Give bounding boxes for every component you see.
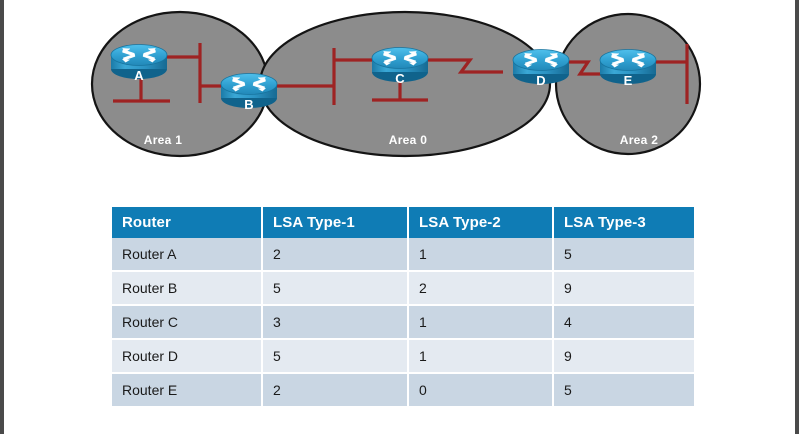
column-header-lsa-type-1: LSA Type-1 [262,207,409,238]
column-header-lsa-type-3: LSA Type-3 [553,207,694,238]
cell-lsa-type-2: 1 [408,339,554,374]
router-c[interactable]: C [371,47,429,87]
cell-lsa-type-3: 5 [553,238,694,272]
router-d-label: D [536,73,545,88]
column-header-lsa-type-2: LSA Type-2 [408,207,554,238]
cell-lsa-type-3: 9 [553,271,694,306]
area-label-area0: Area 0 [389,133,428,147]
area-label-area2: Area 2 [620,133,659,147]
router-a-label: A [134,68,144,83]
table-row: Router D 5 1 9 [112,339,694,374]
cell-router-name: Router A [112,238,263,272]
cell-lsa-type-1: 2 [262,238,409,272]
table-row: Router C 3 1 4 [112,305,694,340]
topology-svg: A B C D E Area 1 Area 0 Area 2 [90,10,702,158]
router-b-label: B [244,97,253,112]
cell-lsa-type-3: 9 [553,339,694,374]
column-header-router: Router [112,207,263,238]
router-c-label: C [395,71,405,86]
cell-lsa-type-2: 0 [408,373,554,408]
router-b[interactable]: B [220,73,278,113]
serial-link-d-e [568,60,601,76]
cell-lsa-type-2: 1 [408,238,554,272]
cell-lsa-type-2: 2 [408,271,554,306]
router-a[interactable]: A [110,44,168,84]
table-row: Router B 5 2 9 [112,271,694,306]
router-e[interactable]: E [599,49,657,89]
cell-lsa-type-1: 5 [262,271,409,306]
cell-lsa-type-3: 5 [553,373,694,408]
router-d[interactable]: D [512,49,570,89]
cell-lsa-type-1: 3 [262,305,409,340]
cell-router-name: Router B [112,271,263,306]
cell-router-name: Router E [112,373,263,408]
table-row: Router E 2 0 5 [112,373,694,408]
area-label-area1: Area 1 [144,133,183,147]
ospf-topology-diagram: A B C D E Area 1 Area 0 Area 2 [4,0,799,190]
serial-link-c-d [428,58,503,74]
cell-lsa-type-3: 4 [553,305,694,340]
cell-lsa-type-2: 1 [408,305,554,340]
lsa-type-count-table: Router LSA Type-1 LSA Type-2 LSA Type-3 … [112,207,694,408]
table-row: Router A 2 1 5 [112,238,694,272]
router-e-label: E [624,73,633,88]
cell-router-name: Router D [112,339,263,374]
cell-lsa-type-1: 2 [262,373,409,408]
cell-lsa-type-1: 5 [262,339,409,374]
cell-router-name: Router C [112,305,263,340]
table-header-row: Router LSA Type-1 LSA Type-2 LSA Type-3 [112,207,694,238]
